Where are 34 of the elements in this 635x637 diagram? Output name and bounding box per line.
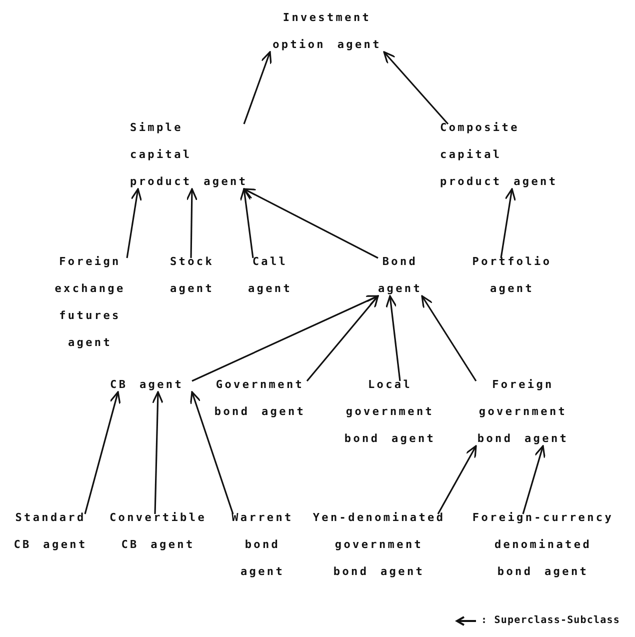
class-label: Bond agent: [370, 248, 430, 302]
arrow: [192, 295, 379, 382]
class-label: Warrent bond agent: [225, 504, 300, 585]
arrow: [500, 188, 516, 258]
class-label: Standard CB agent: [8, 504, 93, 558]
legend-text: : Superclass-Subclass: [481, 615, 620, 626]
arrow: [240, 188, 254, 258]
arrow: [437, 445, 477, 514]
class-label: Stock agent: [162, 248, 222, 302]
arrow: [126, 188, 142, 258]
arrow: [190, 391, 234, 514]
class-label: CB agent: [110, 371, 200, 398]
arrow: [243, 51, 272, 124]
arrow: [243, 188, 378, 259]
class-label: Simple capital product agent: [130, 114, 252, 195]
class-label: Composite capital product agent: [440, 114, 562, 195]
class-label: Foreign government bond agent: [468, 371, 578, 452]
arrow: [421, 295, 477, 382]
class-label: Foreign-currency denominated bond agent: [472, 504, 614, 585]
class-label: Yen-denominated government bond agent: [312, 504, 446, 585]
class-label: Investment option agent: [262, 4, 392, 58]
class-label: Portfolio agent: [462, 248, 562, 302]
class-label: Foreign exchange futures agent: [45, 248, 135, 356]
arrow: [306, 295, 379, 382]
arrow: [84, 391, 121, 514]
class-label: Convertible CB agent: [103, 504, 213, 558]
arrow: [383, 51, 449, 125]
arrow: [186, 188, 198, 258]
arrow: [522, 445, 546, 514]
class-label: Government bond agent: [205, 371, 315, 425]
arrow: [386, 295, 401, 382]
class-label: Call agent: [245, 248, 295, 302]
arrow: [152, 391, 164, 514]
class-label: Local government bond agent: [335, 371, 445, 452]
